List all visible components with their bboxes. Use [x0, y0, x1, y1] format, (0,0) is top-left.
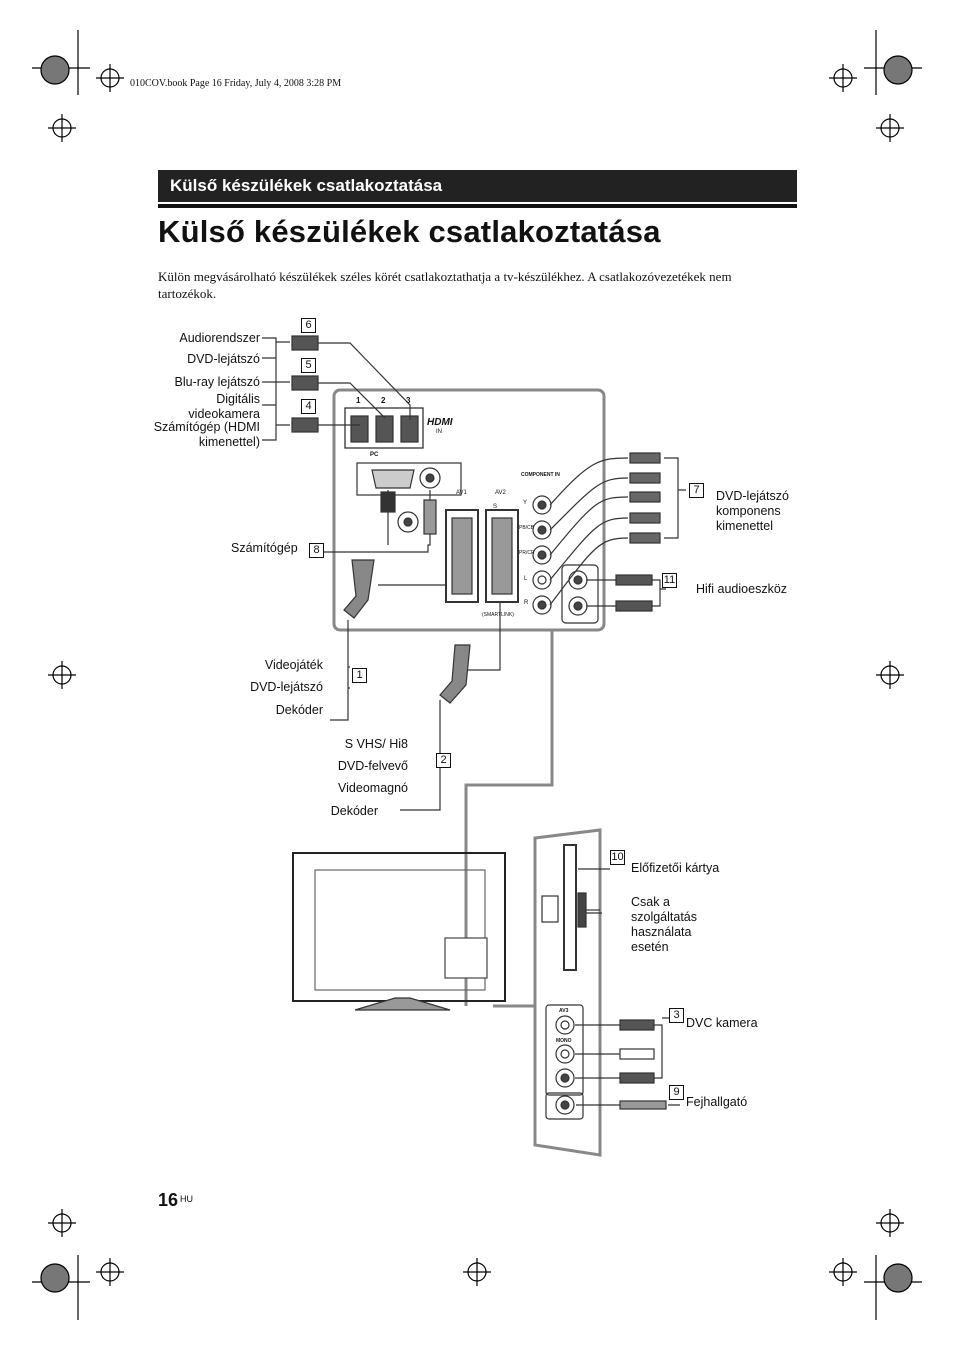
- mono-label: MONO: [556, 1038, 572, 1044]
- device-video-game: Videojáték: [264, 658, 323, 672]
- s-video-label: S: [493, 504, 498, 510]
- device-svhs: S VHS/ Hi8: [344, 737, 408, 751]
- device-dvd-recorder: DVD-felvevő: [337, 759, 408, 773]
- jack-pb-label: PB/CB: [519, 525, 535, 531]
- component-in-label: COMPONENT IN: [521, 472, 560, 478]
- page-number-value: 16: [158, 1190, 179, 1210]
- device-vcr: Videomagnó: [338, 781, 408, 795]
- audio-l-label: L: [524, 576, 528, 582]
- hdmi-port-3: 3: [406, 396, 411, 405]
- device-pc-hdmi: Számítógép (HDMI kimenettel): [153, 420, 260, 449]
- audio-r-label: R: [524, 600, 529, 606]
- cable-number-4: 4: [301, 399, 316, 414]
- device-audio-system: Audiorendszer: [179, 331, 260, 345]
- hdmi-port-2: 2: [381, 396, 386, 405]
- cable-number-9: 9: [669, 1085, 684, 1100]
- cable-number-1: 1: [352, 668, 367, 683]
- device-decoder-1: Dekóder: [275, 703, 323, 717]
- device-decoder-2: Dekóder: [330, 804, 378, 818]
- pc-port-label: PC: [370, 452, 379, 458]
- cable-number-11: 11: [662, 573, 677, 588]
- av3-label: AV3: [559, 1008, 569, 1014]
- section-header-bar: Külső készülékek csatlakoztatása: [158, 170, 797, 202]
- device-dvd-player-scart: DVD-lejátszó: [250, 680, 323, 694]
- page-title: Külső készülékek csatlakoztatása: [158, 214, 661, 249]
- device-bluray-player: Blu-ray lejátszó: [174, 375, 260, 389]
- cable-number-2: 2: [436, 753, 451, 768]
- section-header-text: Külső készülékek csatlakoztatása: [170, 176, 443, 195]
- jack-y-label: Y: [523, 500, 528, 506]
- device-digital-camcorder: Digitális videokamera: [188, 392, 260, 421]
- device-dvc-camera: DVC kamera: [686, 1016, 758, 1030]
- rear-panel: [332, 388, 606, 632]
- cable-number-3: 3: [669, 1008, 684, 1023]
- cable-number-7: 7: [689, 483, 704, 498]
- device-dvd-player: DVD-lejátszó: [187, 352, 260, 366]
- av1-label: AV1: [456, 490, 467, 496]
- registration-marks: [32, 30, 922, 1320]
- device-pc: Számítógép: [231, 541, 298, 555]
- hdmi-port-1: 1: [356, 396, 361, 405]
- cable-number-8: 8: [309, 543, 324, 558]
- service-note: Csak a szolgáltatás használata esetén: [631, 895, 698, 954]
- device-headphones: Fejhallgató: [686, 1095, 748, 1109]
- jack-pr-label: PR/CR: [519, 550, 535, 556]
- hdmi-in-label: IN: [436, 429, 442, 435]
- av2-label: AV2: [495, 490, 506, 496]
- print-meta: 010COV.book Page 16 Friday, July 4, 2008…: [130, 78, 342, 89]
- device-hifi: Hifi audioeszköz: [696, 582, 788, 596]
- cable-number-10: 10: [610, 850, 625, 865]
- page-language: HU: [180, 1194, 194, 1204]
- device-dvd-component: DVD-lejátszó komponens kimenettel: [716, 489, 789, 533]
- cable-number-6: 6: [301, 318, 316, 333]
- cable-number-5: 5: [301, 358, 316, 373]
- section-rule: [158, 204, 797, 208]
- smartlink-label: (SMARTLINK): [482, 612, 514, 618]
- hdmi-logo: HDMI: [427, 417, 453, 428]
- device-smart-card: Előfizetői kártya: [631, 861, 720, 875]
- intro-paragraph: Külön megvásárolható készülékek széles k…: [158, 269, 732, 301]
